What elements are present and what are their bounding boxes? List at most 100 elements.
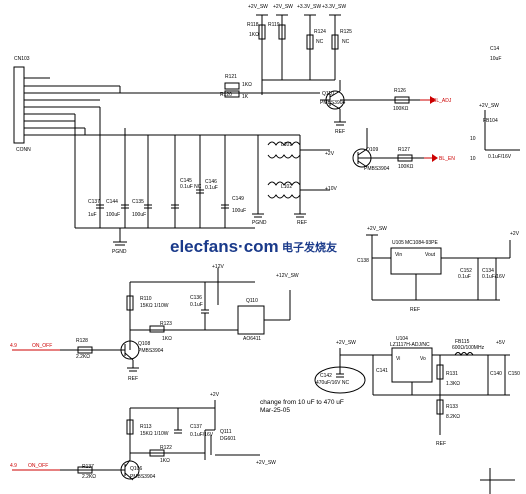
u105-regulator	[366, 234, 511, 301]
cap-partial-val: 10uF	[490, 56, 501, 62]
res-ref: R113	[140, 424, 152, 430]
cap-val: 0.1uF/16V	[482, 274, 506, 280]
ground-pgnd	[113, 228, 127, 246]
q106-transistor	[12, 459, 140, 481]
cap-ref: C141	[376, 368, 388, 374]
pin-10b: 10	[470, 156, 476, 162]
ic-part: AO6411	[243, 336, 261, 342]
res-ref: R119	[268, 22, 280, 28]
res-val: NC	[342, 39, 350, 45]
cap-val: 470uF/16V NC	[316, 380, 349, 386]
u104-regulator	[339, 347, 510, 435]
cap-val: 100uF	[106, 212, 120, 218]
cap-ref: C137	[190, 424, 202, 430]
inductor-ref: L102	[281, 184, 292, 190]
cap-ref: C134	[482, 268, 494, 274]
cap-ref: C135	[132, 199, 144, 205]
rail-label: +2V	[210, 392, 220, 398]
res-val: 8.2KΩ	[446, 414, 460, 420]
ground-label: PGND	[252, 220, 267, 226]
ground-pgnd2	[252, 210, 306, 218]
res-ref: R124	[314, 29, 326, 35]
cap-val: 0.1uF NC	[180, 184, 202, 190]
q110-transistor	[320, 80, 430, 118]
connector-pins	[24, 77, 120, 136]
res-val: 1KΩ	[162, 336, 172, 342]
watermark-cn: 电子发烧友	[282, 240, 337, 254]
ic-ref: Q110	[246, 298, 258, 304]
bottom-right-partial	[480, 468, 515, 494]
res-ref: R122	[160, 445, 172, 451]
left-caps	[96, 189, 229, 209]
ground-label: REF	[436, 441, 446, 447]
cap-val: 0.1uF/16V	[190, 432, 214, 438]
res-ref: R120	[220, 92, 232, 98]
cap-val: 0.1uF	[205, 185, 218, 191]
net-label: ON_OFF	[28, 463, 48, 469]
rail-label: +2V_SW	[479, 103, 499, 109]
res-val: 15KΩ 1/10W	[140, 303, 169, 309]
cap-partial: C14	[490, 46, 499, 52]
q-ref: Q106	[130, 466, 142, 472]
change-note: change from 10 uF to 470 uF	[260, 399, 344, 406]
net-label: BL_ADJ	[433, 98, 452, 104]
rail-label: +2V_SW	[248, 4, 268, 10]
ao6411-block	[126, 268, 291, 350]
res-ref: R123	[160, 321, 172, 327]
res-val: 1KΩ	[160, 458, 170, 464]
rail-label: +2V	[325, 151, 335, 157]
net-pin: 4.9	[10, 463, 17, 469]
q-part: DG601	[220, 436, 236, 442]
rail-label: +2V_SW	[256, 460, 276, 466]
cap-val: 100uF	[132, 212, 146, 218]
res-val: 1KΩ	[249, 32, 259, 38]
ic-ref: U104	[396, 336, 408, 342]
res-val: NC	[316, 39, 324, 45]
rail-label: +2V_SW	[273, 4, 293, 10]
left-bus	[74, 86, 320, 229]
ic-part: LZ1117H-ADJ/NC	[390, 342, 430, 348]
connector-body	[13, 66, 25, 144]
ground-label: REF	[297, 220, 307, 226]
q-ref: Q109	[366, 147, 378, 153]
rail-label: +2V	[510, 231, 520, 237]
res-val: 2.2KΩ	[82, 474, 96, 480]
pin-10: 10	[470, 136, 476, 142]
net-label: BL_EN	[439, 156, 455, 162]
inductor-ref: L101	[281, 142, 292, 148]
cap-val: 100uF	[232, 208, 246, 214]
rail-label: +10V	[325, 186, 337, 192]
cap-val: 0.1uF	[190, 302, 203, 308]
res-ref: R131	[446, 371, 458, 377]
cap-ref: C152	[460, 268, 472, 274]
rail-label: +3.3V_SW	[322, 4, 346, 10]
ic-pin: Vo	[420, 356, 426, 362]
rail-label: +2V_SW	[367, 226, 387, 232]
cap-val: 0.1uF	[458, 274, 471, 280]
q109-transistor	[352, 128, 430, 168]
res-val: 100KΩ	[398, 164, 414, 170]
res-val: 1K	[242, 94, 249, 100]
q-ref: Q110	[322, 91, 334, 97]
res-ref: R110	[140, 296, 152, 302]
cap-ref: C140	[490, 371, 502, 377]
q-part: PMBS3904	[138, 348, 164, 354]
cap-ref: C149	[232, 196, 244, 202]
ground-ref	[334, 118, 346, 126]
cap-ref: C136	[190, 295, 202, 301]
res-ref: R126	[394, 88, 406, 94]
q108-transistor	[12, 340, 140, 372]
net-bl-en	[424, 154, 438, 162]
cap-ref: C150	[508, 371, 520, 377]
fb-val: 0.1uF/16V	[488, 154, 512, 160]
net-label: ON_OFF	[32, 343, 52, 349]
cap-ref: C144	[106, 199, 118, 205]
change-date: Mar-25-05	[260, 407, 290, 414]
res-val: 2.2KΩ	[76, 354, 90, 360]
connector-label: CONN	[16, 147, 31, 153]
res-ref: R125	[340, 29, 352, 35]
cap-ref: C145	[180, 178, 192, 184]
ground-label: REF	[128, 376, 138, 382]
res-ref: R121	[225, 74, 237, 80]
